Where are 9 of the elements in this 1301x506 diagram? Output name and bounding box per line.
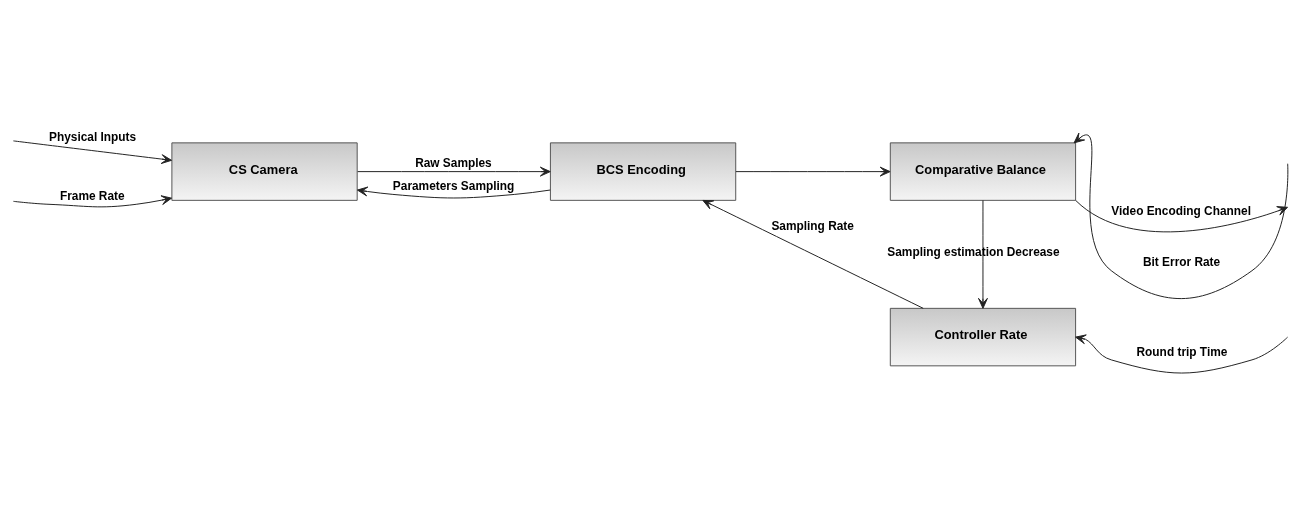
edge-label: Physical Inputs (49, 130, 137, 145)
edge-label: Round trip Time (1136, 344, 1228, 359)
edge-label: Raw Samples (415, 156, 492, 171)
edge-label: Video Encoding Channel (1111, 203, 1251, 218)
edge-label: Bit Error Rate (1142, 255, 1221, 270)
edge-label: Sampling estimation Decrease (887, 245, 1060, 260)
edge-label: Frame Rate (59, 188, 125, 203)
edge-label: Parameters Sampling (392, 179, 515, 194)
edge-label: Sampling Rate (771, 218, 854, 233)
